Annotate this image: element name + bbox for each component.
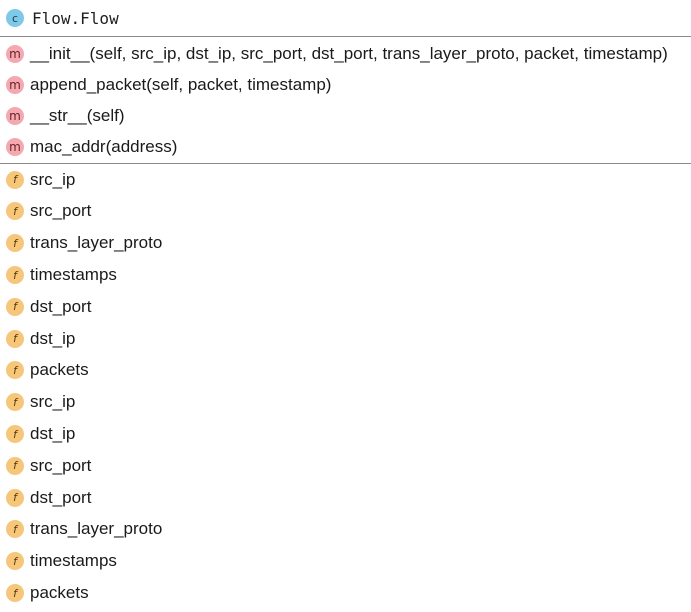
field-name: dst_ip <box>30 424 76 444</box>
field-name: dst_port <box>30 296 92 316</box>
field-item[interactable]: f src_ip <box>0 386 691 418</box>
methods-section: m __init__(self, src_ip, dst_ip, src_por… <box>0 36 691 163</box>
field-icon: f <box>6 266 24 285</box>
field-name: src_ip <box>30 169 76 189</box>
method-icon: m <box>6 75 24 94</box>
field-item[interactable]: f packets <box>0 355 691 387</box>
field-icon: f <box>6 202 24 221</box>
field-icon: f <box>6 488 24 507</box>
field-name: dst_port <box>30 487 92 507</box>
field-name: dst_ip <box>30 328 76 348</box>
method-item[interactable]: m __str__(self) <box>0 100 691 131</box>
method-icon: m <box>6 44 24 63</box>
field-icon: f <box>6 520 24 539</box>
class-name: Flow.Flow <box>32 8 119 28</box>
class-icon: c <box>6 9 24 27</box>
method-signature: __init__(self, src_ip, dst_ip, src_port,… <box>30 43 668 63</box>
method-signature: mac_addr(address) <box>30 137 178 157</box>
field-item[interactable]: f trans_layer_proto <box>0 227 691 259</box>
field-item[interactable]: f dst_ip <box>0 418 691 450</box>
field-name: timestamps <box>30 551 117 571</box>
field-icon: f <box>6 552 24 571</box>
field-icon: f <box>6 234 24 253</box>
field-item[interactable]: f timestamps <box>0 259 691 291</box>
field-icon: f <box>6 393 24 412</box>
field-name: trans_layer_proto <box>30 233 163 253</box>
field-item[interactable]: f src_port <box>0 196 691 228</box>
fields-section: f src_ip f src_port f trans_layer_proto … <box>0 162 691 609</box>
field-item[interactable]: f dst_port <box>0 482 691 514</box>
method-icon: m <box>6 106 24 125</box>
field-name: timestamps <box>30 265 117 285</box>
method-signature: append_packet(self, packet, timestamp) <box>30 74 332 94</box>
class-header[interactable]: c Flow.Flow <box>0 0 691 36</box>
field-item[interactable]: f src_port <box>0 450 691 482</box>
method-signature: __str__(self) <box>30 105 125 125</box>
field-item[interactable]: f dst_port <box>0 291 691 323</box>
field-name: trans_layer_proto <box>30 519 163 539</box>
field-name: src_ip <box>30 392 76 412</box>
field-name: packets <box>30 360 89 380</box>
field-icon: f <box>6 297 24 316</box>
method-item[interactable]: m __init__(self, src_ip, dst_ip, src_por… <box>0 38 691 69</box>
field-icon: f <box>6 361 24 380</box>
field-item[interactable]: f timestamps <box>0 545 691 577</box>
field-icon: f <box>6 456 24 475</box>
method-item[interactable]: m append_packet(self, packet, timestamp) <box>0 69 691 100</box>
field-name: src_port <box>30 201 92 221</box>
field-icon: f <box>6 584 24 602</box>
field-item[interactable]: f trans_layer_proto <box>0 514 691 546</box>
field-icon: f <box>6 329 24 348</box>
field-item[interactable]: f packets <box>0 577 691 609</box>
field-name: packets <box>30 583 89 602</box>
field-item[interactable]: f dst_ip <box>0 323 691 355</box>
method-item[interactable]: m mac_addr(address) <box>0 132 691 163</box>
field-icon: f <box>6 425 24 444</box>
method-icon: m <box>6 138 24 157</box>
field-icon: f <box>6 170 24 189</box>
field-name: src_port <box>30 455 92 475</box>
field-item[interactable]: f src_ip <box>0 164 691 196</box>
